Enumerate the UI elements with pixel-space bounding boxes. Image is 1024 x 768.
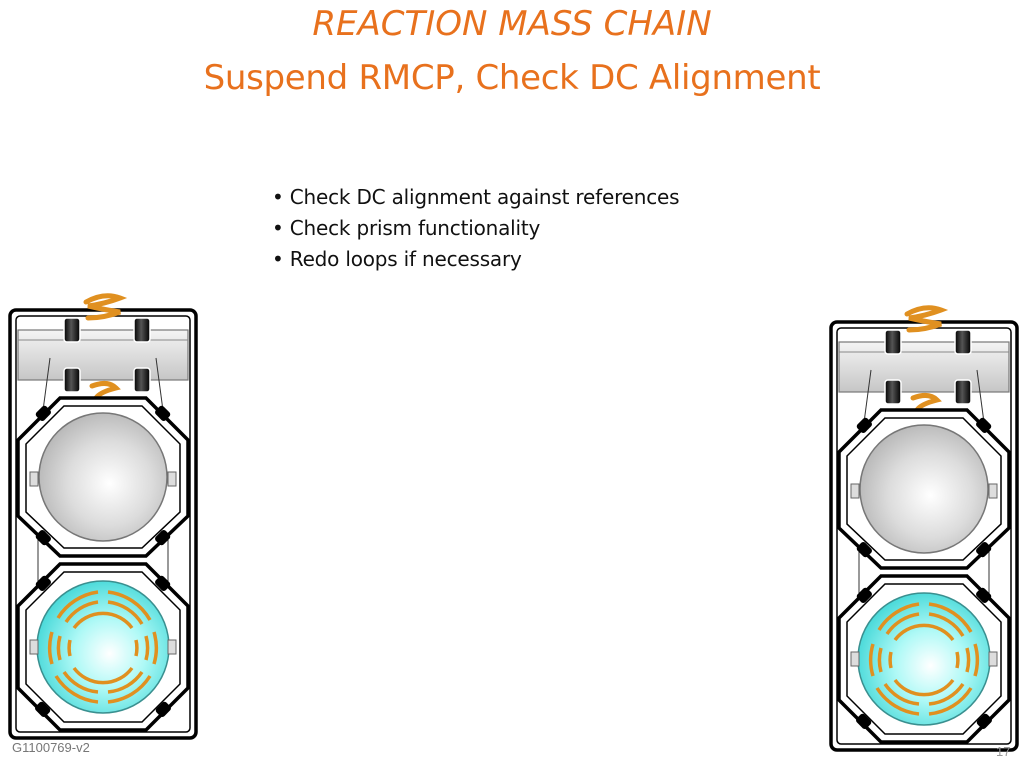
slide-title: REACTION MASS CHAIN (312, 4, 712, 44)
bullet-item: Check prism functionality (272, 213, 679, 244)
page-number: 17 (996, 744, 1011, 759)
bullet-item: Check DC alignment against references (272, 182, 680, 213)
slide-subtitle: Suspend RMCP, Check DC Alignment (203, 58, 821, 98)
suspension-diagram-left (8, 288, 200, 744)
bullet-list: Check DC alignment against references Ch… (272, 182, 680, 275)
document-id: G1100769-v2 (12, 740, 90, 755)
bullet-item: Redo loops if necessary (272, 244, 679, 275)
suspension-diagram-right (829, 300, 1021, 756)
